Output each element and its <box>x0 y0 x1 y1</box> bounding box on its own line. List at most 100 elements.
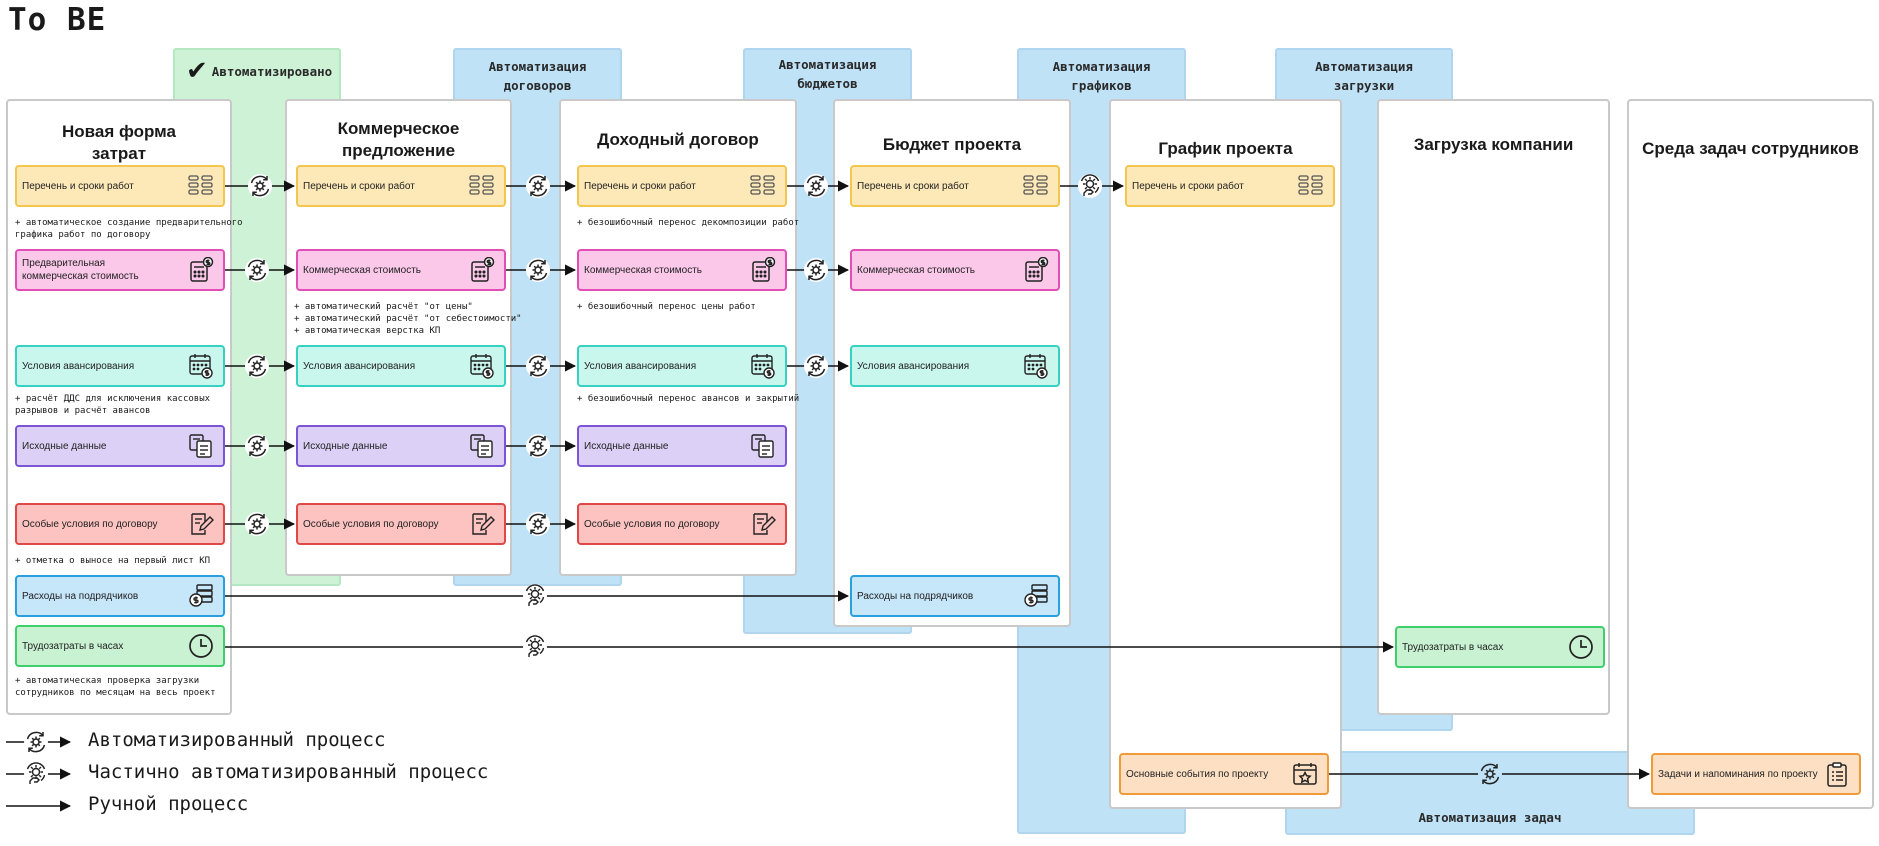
automated-process-icon <box>526 258 550 282</box>
legend-partial-icon <box>24 762 48 786</box>
card-label: Коммерческая стоимость <box>303 264 422 276</box>
stage-schedule: График проекта <box>1109 99 1342 809</box>
automated-process-icon <box>804 354 828 378</box>
stage-title: Коммерческое предложение <box>337 119 460 160</box>
card-label: Исходные данные <box>22 440 107 452</box>
note-price: + безошибочный перенос цены работ <box>577 302 756 312</box>
card-works[interactable]: Перечень и сроки работ <box>1125 165 1335 207</box>
card-label: Перечень и сроки работ <box>1132 180 1244 192</box>
stage-title: Доходный договор <box>597 130 759 149</box>
partial-process-icon <box>523 584 547 608</box>
card-label: Условия авансирования <box>22 360 135 372</box>
card-label: Трудозатраты в часах <box>1402 641 1504 653</box>
card-contractors[interactable]: Расходы на подрядчиков <box>15 575 225 617</box>
stage-tasks: Среда задач сотрудников <box>1627 99 1874 809</box>
note-special: + отметка о выносе на первый лист КП <box>15 556 211 566</box>
card-price[interactable]: Коммерческая стоимость <box>577 249 787 291</box>
card-label: Перечень и сроки работ <box>584 180 696 192</box>
card-works[interactable]: Перечень и сроки работ <box>850 165 1060 207</box>
card-label: Условия авансирования <box>303 360 416 372</box>
stage-workload: Загрузка компании <box>1377 99 1610 715</box>
automated-process-icon <box>245 258 269 282</box>
automated-process-icon <box>245 512 269 536</box>
card-label: Исходные данные <box>584 440 669 452</box>
automated-process-icon <box>804 258 828 282</box>
card-tasks-reminders[interactable]: Задачи и напоминания по проекту <box>1651 753 1861 795</box>
card-label: Задачи и напоминания по проекту <box>1658 768 1818 780</box>
card-label: Условия авансирования <box>857 360 970 372</box>
card-label: Условия авансирования <box>584 360 697 372</box>
automated-band-label: Автоматизировано <box>211 63 333 79</box>
card-input-data[interactable]: Исходные данные <box>296 425 506 467</box>
legend-automated: Автоматизированный процесс <box>88 729 386 751</box>
card-contractors[interactable]: Расходы на подрядчиков <box>850 575 1060 617</box>
card-label: Особые условия по договору <box>22 518 158 530</box>
legend-partial: Частично автоматизированный процесс <box>88 761 489 783</box>
card-price[interactable]: Коммерческая стоимость <box>850 249 1060 291</box>
workload-automation-label: Автоматизация загрузки <box>1315 59 1413 93</box>
automated-process-icon <box>526 512 550 536</box>
card-main-events[interactable]: Основные события по проекту <box>1119 753 1329 795</box>
automated-process-icon <box>526 174 550 198</box>
automated-process-icon <box>526 354 550 378</box>
card-labor-hours[interactable]: Трудозатраты в часах <box>15 625 225 667</box>
card-price[interactable]: Коммерческая стоимость <box>296 249 506 291</box>
card-input-data[interactable]: Исходные данные <box>577 425 787 467</box>
partial-process-icon <box>523 635 547 659</box>
stage-title: Среда задач сотрудников <box>1642 139 1859 158</box>
stage-title: Бюджет проекта <box>882 135 1022 154</box>
note-works: + автоматическое создание предварительно… <box>15 218 243 240</box>
card-label: Трудозатраты в часах <box>22 640 124 652</box>
automated-process-icon <box>245 434 269 458</box>
card-label: Коммерческая стоимость <box>857 264 976 276</box>
schedules-automation-label: Автоматизация графиков <box>1052 59 1151 93</box>
card-works[interactable]: Перечень и сроки работ <box>15 165 225 207</box>
note-price: + автоматический расчёт "от цены" + авто… <box>294 302 522 336</box>
partial-process-icon <box>1078 174 1102 198</box>
card-label: Перечень и сроки работ <box>857 180 969 192</box>
card-labor-hours[interactable]: Трудозатраты в часах <box>1395 626 1605 668</box>
card-label: Расходы на подрядчиков <box>22 590 139 602</box>
card-label: Предварительная коммерческая стоимость <box>22 258 139 282</box>
automated-process-icon <box>245 354 269 378</box>
stage-title: Загрузка компании <box>1413 135 1574 154</box>
card-label: Коммерческая стоимость <box>584 264 703 276</box>
card-advance[interactable]: Условия авансирования <box>15 345 225 387</box>
card-input-data[interactable]: Исходные данные <box>15 425 225 467</box>
tasks-automation-label: Автоматизация задач <box>1418 810 1562 825</box>
legend-manual: Ручной процесс <box>88 793 249 815</box>
checkmark-icon: ✔ <box>186 56 208 86</box>
card-label: Перечень и сроки работ <box>22 180 134 192</box>
card-advance[interactable]: Условия авансирования <box>577 345 787 387</box>
connector-badges <box>24 174 1502 786</box>
card-label: Перечень и сроки работ <box>303 180 415 192</box>
note-advance: + безошибочный перенос авансов и закрыти… <box>577 394 800 404</box>
card-advance[interactable]: Условия авансирования <box>850 345 1060 387</box>
card-works[interactable]: Перечень и сроки работ <box>296 165 506 207</box>
card-price[interactable]: Предварительная коммерческая стоимость <box>15 249 225 291</box>
contracts-automation-label: Автоматизация договоров <box>488 59 587 93</box>
budgets-automation-label: Автоматизация бюджетов <box>778 57 877 91</box>
page-title: To BE <box>8 2 107 38</box>
card-special-conditions[interactable]: Особые условия по договору <box>15 503 225 545</box>
note-labor: + автоматическая проверка загрузки сотру… <box>15 676 216 698</box>
card-label: Расходы на подрядчиков <box>857 590 974 602</box>
automated-process-icon <box>526 434 550 458</box>
stage-title: График проекта <box>1158 139 1293 158</box>
card-label: Особые условия по договору <box>303 518 439 530</box>
card-advance[interactable]: Условия авансирования <box>296 345 506 387</box>
stage-title: Новая форма затрат <box>62 122 176 163</box>
card-label: Основные события по проекту <box>1126 768 1269 780</box>
automated-process-icon <box>804 174 828 198</box>
note-advance: + расчёт ДДС для исключения кассовых раз… <box>15 394 211 416</box>
card-label: Особые условия по договору <box>584 518 720 530</box>
card-special-conditions[interactable]: Особые условия по договору <box>577 503 787 545</box>
note-works: + безошибочный перенос декомпозиции рабо… <box>577 218 800 228</box>
automated-process-icon <box>1478 762 1502 786</box>
card-works[interactable]: Перечень и сроки работ <box>577 165 787 207</box>
card-label: Исходные данные <box>303 440 388 452</box>
card-special-conditions[interactable]: Особые условия по договору <box>296 503 506 545</box>
automated-process-icon <box>248 174 272 198</box>
legend-automated-icon <box>24 730 48 754</box>
